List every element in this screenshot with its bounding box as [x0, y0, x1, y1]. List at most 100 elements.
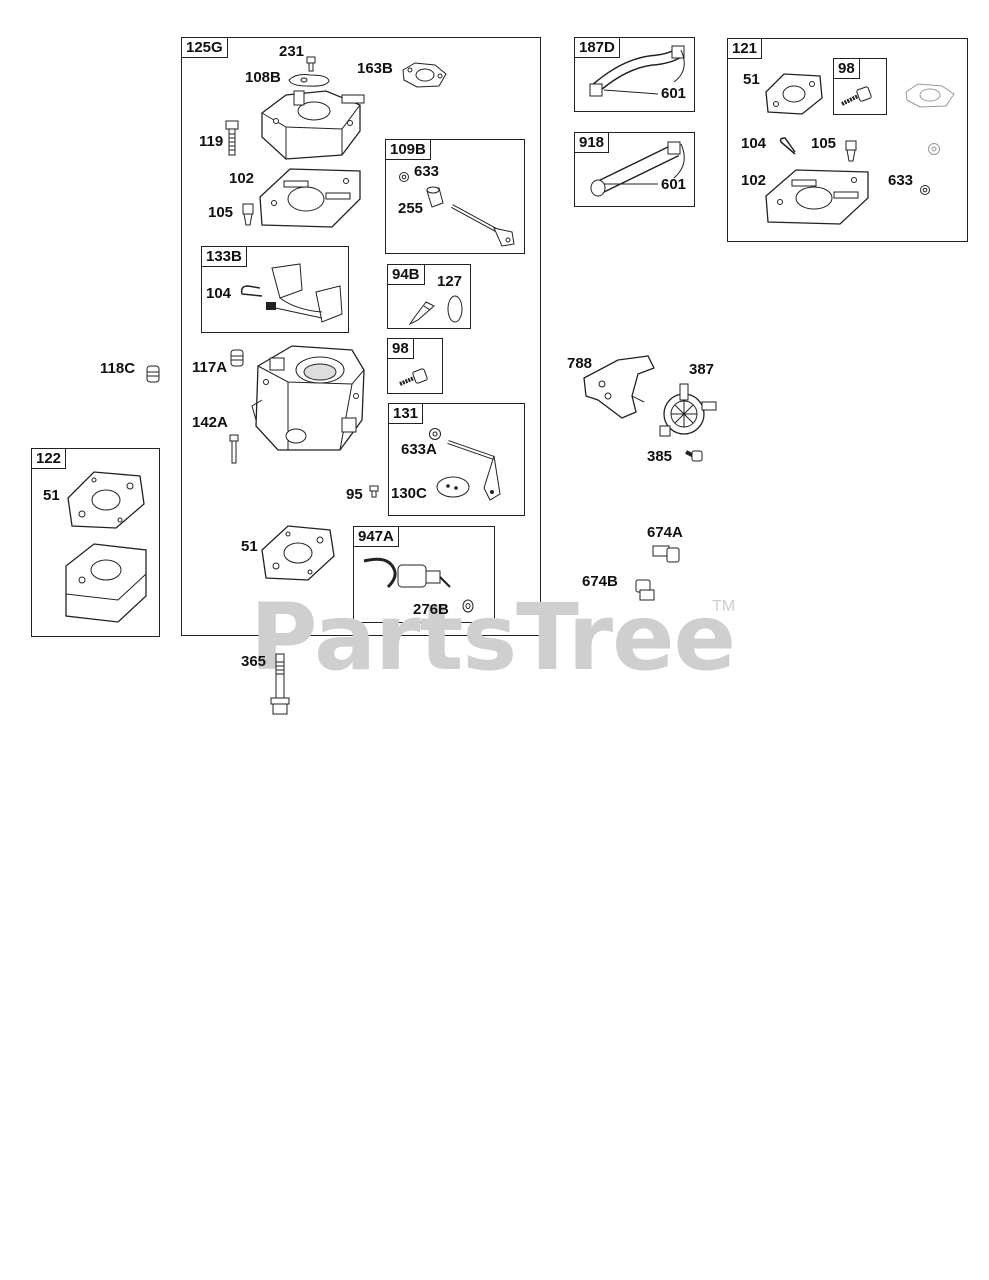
bolt-674B-icon	[635, 579, 655, 601]
label-633-121: 633	[888, 172, 914, 189]
needle-94B-icon	[408, 301, 435, 326]
label-51-125G: 51	[241, 538, 258, 555]
label-130C: 130C	[391, 485, 427, 502]
label-118C: 118C	[100, 360, 136, 377]
label-385: 385	[647, 448, 673, 465]
box-121: 121	[727, 38, 968, 242]
gasket-51-121-icon	[765, 73, 823, 115]
screw-98-right-icon	[841, 86, 872, 106]
fitting-117A-icon	[230, 349, 244, 367]
choke-shaft-icon	[447, 440, 501, 501]
choke-plate-130C-icon	[436, 476, 470, 498]
fuel-pump-387-icon	[659, 383, 717, 437]
throttle-shaft-icon	[451, 204, 515, 247]
gasket-163B-icon	[402, 62, 447, 88]
leader-lines	[603, 49, 685, 185]
box-98-right: 98	[833, 58, 887, 115]
box-122: 122	[31, 448, 160, 637]
label-276B: 276B	[413, 601, 449, 618]
box-918: 918	[574, 132, 695, 207]
fitting-118C-icon	[146, 365, 160, 383]
box-label-94B: 94B	[388, 265, 425, 285]
spacer-122-icon	[65, 543, 147, 623]
hose-918-icon	[590, 141, 681, 197]
hose-187D-icon	[589, 45, 685, 97]
bushing-255-icon	[426, 186, 444, 208]
box-label-109B: 109B	[386, 140, 431, 160]
label-127: 127	[437, 273, 463, 290]
label-108B: 108B	[245, 69, 281, 86]
gasket-163B-121-icon	[905, 83, 955, 108]
box-109B: 109B	[385, 139, 525, 254]
box-133B: 133B	[201, 246, 349, 333]
label-102-left: 102	[229, 170, 255, 187]
solenoid-947A-icon	[363, 557, 451, 589]
gasket-plate-102-icon	[259, 168, 361, 228]
box-label-918: 918	[575, 133, 610, 153]
box-label-133B: 133B	[202, 247, 247, 267]
washer-633A-icon	[429, 428, 441, 440]
box-label-947A: 947A	[354, 527, 399, 547]
label-105-121: 105	[811, 135, 837, 152]
washer-276B-icon	[462, 599, 474, 613]
box-131: 131	[388, 403, 525, 516]
carburetor-body-icon	[251, 345, 365, 451]
label-387: 387	[689, 361, 715, 378]
jet-105-121-icon	[845, 140, 857, 162]
label-231: 231	[279, 43, 305, 60]
box-label-122: 122	[32, 449, 67, 469]
washer-633-121-icon	[920, 185, 930, 195]
o-ring-127-icon	[447, 295, 463, 323]
clip-104-icon	[779, 137, 796, 155]
watermark-brand: PartsTree	[250, 584, 736, 691]
label-104-121: 104	[741, 135, 767, 152]
gasket-plate-102-121-icon	[765, 169, 869, 225]
screw-119-icon	[225, 120, 239, 156]
gasket-51-122-icon	[67, 471, 145, 529]
label-51-121: 51	[743, 71, 760, 88]
label-104-133B: 104	[206, 285, 232, 302]
label-105-left: 105	[208, 204, 234, 221]
label-633A: 633A	[401, 441, 437, 458]
label-163B: 163B	[357, 60, 393, 77]
label-674A: 674A	[647, 524, 683, 541]
label-95: 95	[346, 486, 363, 503]
carburetor-cover-icon	[261, 90, 365, 160]
float-133B-icon	[240, 263, 343, 323]
box-label-125G: 125G	[182, 38, 228, 58]
washer-633-icon	[399, 172, 409, 182]
screw-95-icon	[369, 485, 379, 498]
screw-231-icon	[306, 56, 316, 72]
label-601-187D: 601	[661, 85, 687, 102]
box-187D: 187D	[574, 37, 695, 112]
washer-121-icon	[928, 143, 940, 155]
box-94B: 94B	[387, 264, 471, 329]
bolt-365-icon	[270, 653, 290, 715]
label-117A: 117A	[192, 359, 228, 376]
label-674B: 674B	[582, 573, 618, 590]
label-119: 119	[199, 133, 224, 150]
gasket-51-icon	[261, 525, 335, 581]
screw-98-left-icon	[399, 368, 428, 386]
label-102-121: 102	[741, 172, 767, 189]
bracket-788-icon	[583, 355, 655, 419]
screw-385-icon	[685, 450, 703, 462]
box-label-187D: 187D	[575, 38, 620, 58]
box-98-left: 98	[387, 338, 443, 394]
box-label-131: 131	[389, 404, 424, 424]
box-label-121: 121	[728, 39, 763, 59]
jet-105-icon	[242, 203, 254, 226]
watermark-trademark: TM	[712, 598, 736, 615]
label-51-122: 51	[43, 487, 60, 504]
label-142A: 142A	[192, 414, 228, 431]
label-788: 788	[567, 355, 593, 372]
gasket-108B-icon	[288, 74, 330, 87]
label-601-918: 601	[661, 176, 687, 193]
box-label-98-right: 98	[834, 59, 860, 79]
label-365: 365	[241, 653, 267, 670]
box-125G: 125G	[181, 37, 541, 636]
label-633-109B: 633	[414, 163, 440, 180]
box-label-98-left: 98	[388, 339, 414, 359]
label-255: 255	[398, 200, 424, 217]
box-947A: 947A	[353, 526, 495, 623]
